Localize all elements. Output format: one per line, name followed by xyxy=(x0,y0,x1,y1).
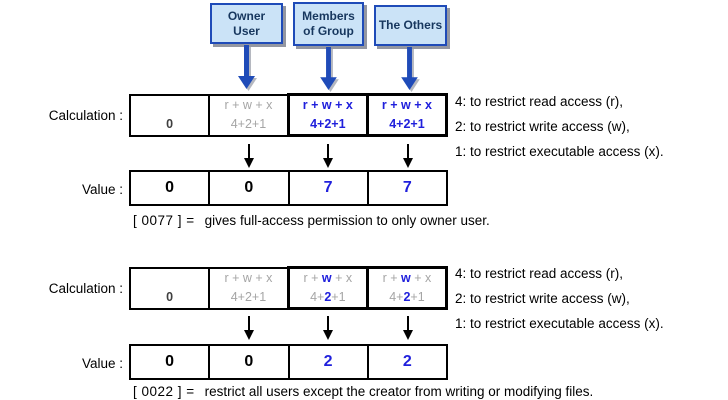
value-cell-special: 0 xyxy=(128,170,211,206)
black-down-arrow-icon xyxy=(403,316,413,340)
box-label-line: User xyxy=(233,23,260,38)
value-caption: [ 0022 ] = restrict all users except the … xyxy=(133,384,593,400)
calc-cell-special: 0 xyxy=(128,93,211,137)
calculation-label: Calculation : xyxy=(48,108,123,123)
value-label: Value : xyxy=(81,181,123,197)
blue-down-arrow-icon xyxy=(320,47,337,90)
black-down-arrow-icon xyxy=(323,316,333,340)
note-line: 1: to restrict executable access (x). xyxy=(455,316,664,331)
umask-code: [ 0077 ] = xyxy=(133,213,195,228)
box-label-line: Owner xyxy=(227,8,266,23)
value-label: Value : xyxy=(81,355,123,371)
calc-cell-owner: r + w + x 4+2+1 xyxy=(208,266,290,310)
calc-cell-owner: r + w + x 4+2+1 xyxy=(208,93,290,137)
blue-down-arrow-icon xyxy=(238,45,255,89)
umask-description: gives full-access permission to only own… xyxy=(204,213,490,228)
value-table: 0 0 7 7 xyxy=(128,170,449,206)
box-label-line: of Group xyxy=(303,24,354,38)
value-cell-owner: 0 xyxy=(208,344,290,380)
box-label-line: The Others xyxy=(378,18,443,32)
calc-cell-group: r + w + x 4+2+1 xyxy=(286,93,369,137)
calc-cell-special: 0 xyxy=(128,266,211,310)
calc-cell-group: r + w + x 4+2+1 xyxy=(286,266,369,310)
note-line: 4: to restrict read access (r), xyxy=(455,266,624,281)
value-cell-others: 7 xyxy=(366,170,449,206)
restriction-notes: 4: to restrict read access (r), 2: to re… xyxy=(455,261,664,336)
black-down-arrow-icon xyxy=(323,144,333,168)
restriction-notes: 4: to restrict read access (r), 2: to re… xyxy=(455,89,664,164)
umask-description: restrict all users except the creator fr… xyxy=(204,384,594,399)
calculation-table: 0 r + w + x 4+2+1 r + w + x 4+2+1 r + w … xyxy=(128,93,449,137)
black-down-arrow-icon xyxy=(244,316,254,340)
members-of-group-box: Members of Group xyxy=(293,2,364,46)
umask-code: [ 0022 ] = xyxy=(133,384,195,399)
note-line: 2: to restrict write access (w), xyxy=(455,291,630,306)
calculation-table: 0 r + w + x 4+2+1 r + w + x 4+2+1 r + w … xyxy=(128,266,449,310)
owner-user-box: Owner User xyxy=(210,3,283,44)
calc-cell-others: r + w + x 4+2+1 xyxy=(365,266,449,310)
note-line: 1: to restrict executable access (x). xyxy=(455,144,664,159)
value-caption: [ 0077 ] = gives full-access permission t… xyxy=(133,213,490,229)
value-cell-group: 7 xyxy=(287,170,369,206)
value-cell-group: 2 xyxy=(287,344,369,380)
value-cell-special: 0 xyxy=(128,344,211,380)
the-others-box: The Others xyxy=(374,5,447,46)
value-cell-owner: 0 xyxy=(208,170,290,206)
value-cell-others: 2 xyxy=(366,344,449,380)
blue-down-arrow-icon xyxy=(401,47,418,90)
box-label-line: Members xyxy=(302,9,355,23)
black-down-arrow-icon xyxy=(244,144,254,168)
note-line: 2: to restrict write access (w), xyxy=(455,119,630,134)
value-table: 0 0 2 2 xyxy=(128,344,449,380)
calculation-label: Calculation : xyxy=(48,281,123,296)
black-down-arrow-icon xyxy=(403,144,413,168)
note-line: 4: to restrict read access (r), xyxy=(455,94,624,109)
calc-cell-others: r + w + x 4+2+1 xyxy=(365,93,449,137)
